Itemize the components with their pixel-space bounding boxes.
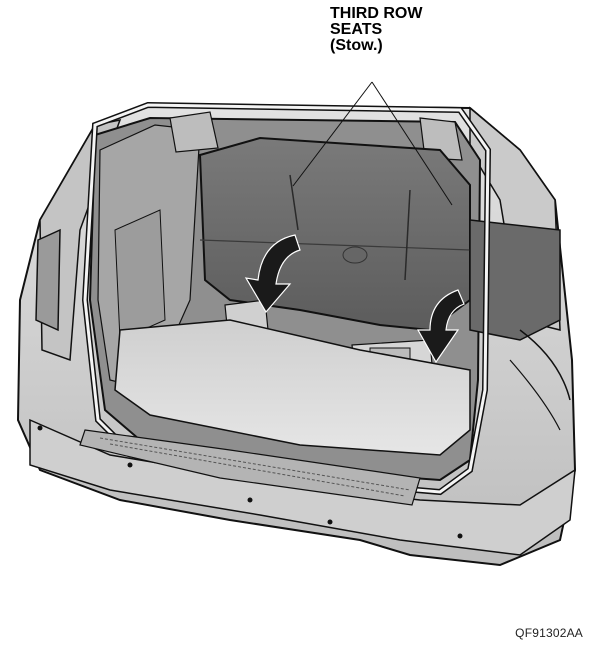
stow-arrow-right-icon [416,289,465,364]
callout-line-1: THIRD ROW [330,5,423,22]
callout-leader-right [371,81,453,206]
left-tail-lamp [35,228,61,332]
figure-id: QF91302AA [515,626,583,640]
stow-arrow-left-icon [244,234,301,314]
callout-line-3: (Stow.) [330,37,383,54]
third-row-seat [198,136,471,332]
callout-leader-left [292,81,373,187]
callout-label: THIRD ROW SEATS (Stow.) [330,6,422,54]
cargo-floor [114,319,471,456]
callout-line-2: SEATS [330,21,383,38]
